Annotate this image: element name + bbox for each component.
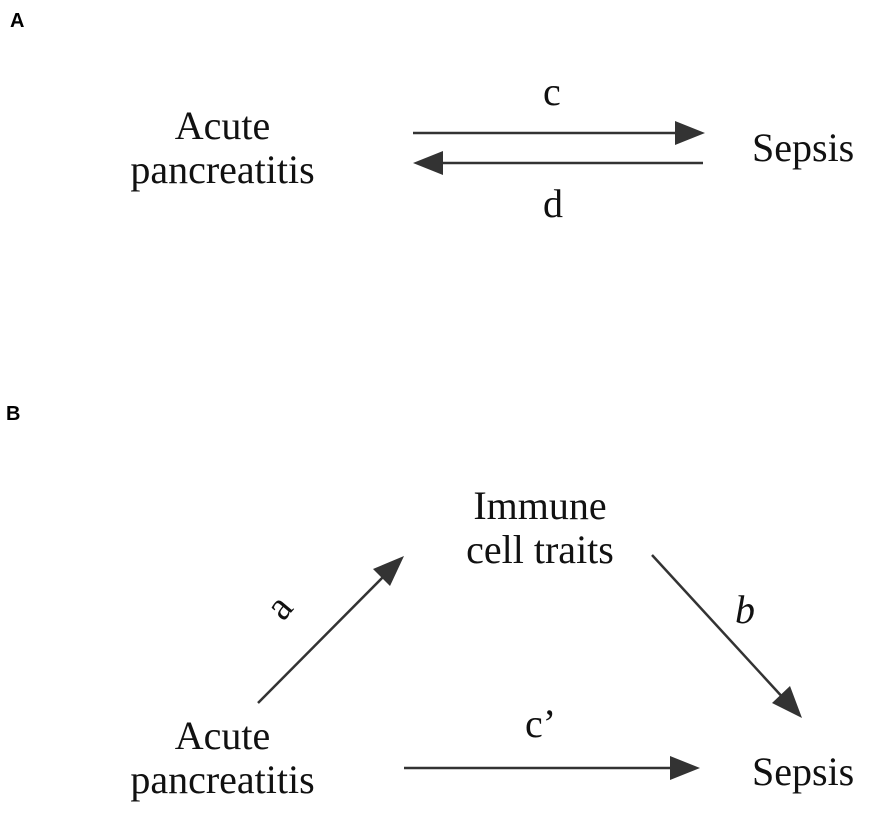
panel-a-acute-pancreatitis-node: Acute pancreatitis xyxy=(100,104,345,192)
node-line-1: Immune xyxy=(473,483,607,528)
node-line-2: pancreatitis xyxy=(130,757,315,802)
panel-b-sepsis-node: Sepsis xyxy=(752,749,855,794)
panel-b-direct-label: c’ xyxy=(525,701,557,746)
panel-b-acute-pancreatitis-node: Acute pancreatitis xyxy=(100,714,345,802)
panel-b-path-b-arrow xyxy=(651,554,802,718)
panel-a-label: A xyxy=(10,10,25,32)
panel-a-reverse-arrow xyxy=(413,151,703,175)
node-line-2: cell traits xyxy=(466,527,614,572)
node-line-1: Acute xyxy=(174,713,271,758)
panel-b-direct-arrow xyxy=(404,756,700,780)
panel-a-reverse-label: d xyxy=(543,181,563,226)
panel-b-immune-cell-traits-node: Immune cell traits xyxy=(440,484,640,572)
panel-b-label: B xyxy=(6,403,21,425)
panel-b-path-b-label: b xyxy=(735,587,755,632)
panel-a-forward-arrow xyxy=(413,121,705,145)
panel-a-sepsis-node: Sepsis xyxy=(752,125,855,170)
panel-a-forward-label: c xyxy=(543,69,561,114)
node-line-2: pancreatitis xyxy=(130,147,315,192)
panel-b-path-a-arrow xyxy=(257,556,404,704)
node-line-1: Acute xyxy=(174,103,271,148)
